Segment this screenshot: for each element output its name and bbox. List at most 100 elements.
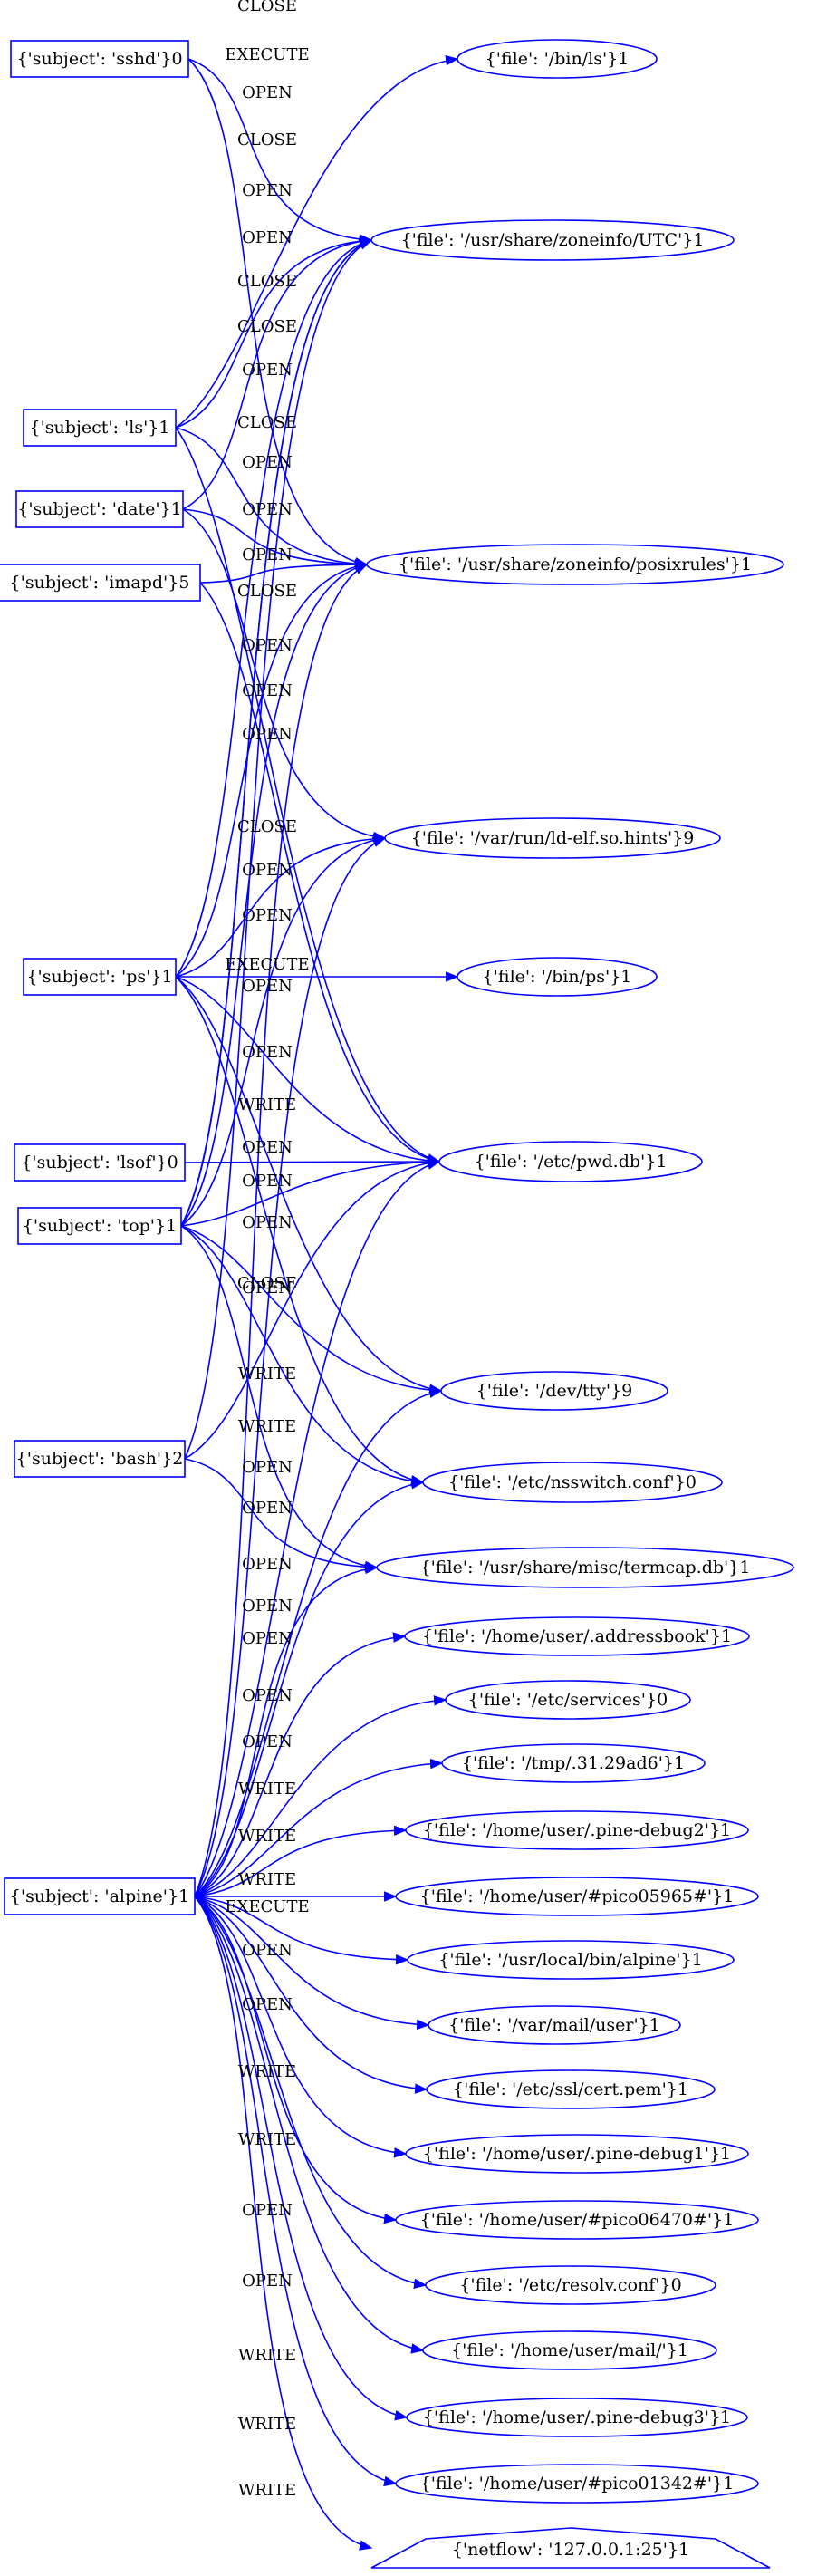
file-ellipse	[384, 817, 721, 859]
edge-ps-to-pwd	[175, 976, 441, 1166]
edge-label-alpine-to-resolv: OPEN	[242, 2201, 293, 2220]
edge-alpine-to-tty	[194, 1387, 443, 1897]
file-label: {'file': '/home/user/#pico01342#'}1	[420, 2474, 735, 2494]
file-node-tty: {'file': '/dev/tty'}9	[440, 1371, 668, 1411]
edge-top-to-nss	[180, 1225, 425, 1487]
file-node-pico06470: {'file': '/home/user/#pico06470#'}1	[395, 2200, 759, 2240]
file-ellipse	[438, 1141, 703, 1182]
file-label: {'file': '/home/user/.addressbook'}1	[422, 1626, 732, 1646]
file-node-binls: {'file': '/bin/ls'}1	[457, 39, 658, 79]
edge-ls-to-utc	[175, 236, 373, 429]
edge-top-to-pwd	[180, 1156, 441, 1227]
file-ellipse	[366, 544, 784, 585]
file-label: {'file': '/home/user/#pico06470#'}1	[420, 2210, 735, 2230]
file-node-utc: {'file': '/usr/share/zoneinfo/UTC'}1	[370, 219, 735, 261]
edge-alpine-to-tmp	[194, 1758, 444, 1897]
subject-box	[14, 1143, 186, 1182]
edge-label-ps-to-binps: EXECUTE	[225, 955, 309, 974]
subject-node-lsof: {'subject': 'lsof'}0	[14, 1143, 186, 1182]
edge-label-sshd-to-utc: CLOSE	[237, 0, 297, 15]
subject-label: {'subject': 'ls'}1	[30, 418, 170, 438]
edge-top-to-tty	[180, 1225, 443, 1396]
edge-alpine-to-dbg3	[194, 1896, 408, 2421]
edge-date-to-posix	[182, 508, 369, 570]
edge-lsof-to-pwd	[184, 1156, 441, 1167]
edge-label-top-to-hints: OPEN	[242, 861, 293, 880]
subject-label: {'subject': 'imapd'}5	[10, 573, 190, 593]
edge-imapd-to-posix	[199, 559, 369, 584]
netflow-label: {'netflow': '127.0.0.1:25'}1	[452, 2540, 689, 2560]
edge-ps-to-hints	[175, 833, 387, 978]
edge-label-date-to-hints: OPEN	[242, 725, 293, 744]
file-ellipse	[395, 2464, 759, 2504]
subject-label: {'subject': 'ps'}1	[26, 967, 172, 987]
edge-label-ls-to-posix: CLOSE	[237, 413, 297, 432]
edges-layer	[175, 54, 459, 2551]
edge-alpine-to-termcap	[194, 1563, 379, 1897]
edge-alpine-to-maildir	[194, 1896, 425, 2354]
file-label: {'file': '/usr/share/zoneinfo/posixrules…	[399, 555, 752, 574]
subject-label: {'subject': 'sshd'}0	[16, 49, 182, 69]
file-node-pico01342: {'file': '/home/user/#pico01342#'}1	[395, 2464, 759, 2504]
file-ellipse	[405, 1810, 749, 1850]
file-node-posix: {'file': '/usr/share/zoneinfo/posixrules…	[366, 544, 784, 585]
edge-alpine-to-alpinebin	[194, 1896, 409, 1965]
file-node-nss: {'file': '/etc/nsswitch.conf'}0	[422, 1462, 723, 1503]
subject-box	[23, 958, 177, 996]
subject-node-ls: {'subject': 'ls'}1	[23, 409, 177, 447]
edge-label-top-to-pwd: OPEN	[242, 1172, 293, 1191]
edge-label-alpine-to-pico05965: WRITE	[238, 1870, 296, 1889]
subject-box	[0, 564, 201, 602]
edge-label-alpine-to-posix: OPEN	[242, 681, 293, 700]
subject-box	[14, 1440, 186, 1478]
file-ellipse	[395, 2200, 759, 2240]
file-label: {'file': '/etc/services'}0	[468, 1690, 668, 1710]
edge-label-alpine-to-dbg2: WRITE	[238, 1827, 296, 1846]
file-node-pico05965: {'file': '/home/user/#pico05965#'}1	[395, 1877, 759, 1916]
file-node-hints: {'file': '/var/run/ld-elf.so.hints'}9	[384, 817, 721, 859]
file-label: {'file': '/home/user/.pine-debug3'}1	[423, 2407, 731, 2427]
edge-label-bash-to-termcap: OPEN	[242, 1597, 293, 1616]
edge-alpine-to-services	[194, 1695, 447, 1897]
edge-labels-layer: CLOSEEXECUTEOPENCLOSEOPENOPENCLOSECLOSEO…	[225, 0, 309, 2500]
subject-box	[17, 1207, 182, 1245]
file-ellipse	[457, 39, 658, 79]
edge-top-to-hints	[180, 835, 387, 1227]
edge-alpine-to-pico06470	[194, 1896, 398, 2224]
edge-alpine-to-dbg1	[194, 1896, 408, 2158]
file-ellipse	[376, 1547, 794, 1588]
file-ellipse	[395, 1877, 759, 1916]
netflow-trapezium	[370, 2527, 771, 2569]
edge-label-alpine-to-services: OPEN	[242, 1732, 293, 1751]
file-ellipse	[404, 1616, 750, 1656]
edge-label-alpine-to-pwd: OPEN	[242, 1278, 293, 1298]
edge-label-alpine-to-hints: OPEN	[242, 906, 293, 925]
edge-label-date-to-posix: OPEN	[242, 500, 293, 519]
subject-label: {'subject': 'lsof'}0	[21, 1153, 178, 1172]
file-node-pwd: {'file': '/etc/pwd.db'}1	[438, 1141, 703, 1182]
file-ellipse	[426, 2069, 716, 2109]
edge-label-alpine-to-tty: WRITE	[238, 1417, 296, 1436]
edge-alpine-to-mail	[194, 1896, 430, 2031]
subject-box	[15, 490, 184, 528]
edge-label-alpine-to-alpinebin: EXECUTE	[225, 1897, 309, 1916]
file-node-addr: {'file': '/home/user/.addressbook'}1	[404, 1616, 750, 1656]
edge-alpine-to-nss	[194, 1479, 425, 1897]
edge-label-top-to-posix: OPEN	[242, 636, 293, 655]
subject-node-imapd: {'subject': 'imapd'}5	[0, 564, 201, 602]
edge-date-to-hints	[182, 508, 387, 843]
subject-box	[10, 40, 189, 78]
edge-label-alpine-to-maildir: OPEN	[242, 2272, 293, 2291]
subject-node-bash: {'subject': 'bash'}2	[14, 1440, 186, 1478]
edge-ps-to-posix	[175, 561, 369, 978]
edge-label-ps-to-hints: CLOSE	[237, 817, 297, 836]
file-ellipse	[406, 2398, 748, 2437]
subject-node-top: {'subject': 'top'}1	[17, 1207, 182, 1245]
subject-label: {'subject': 'top'}1	[23, 1216, 177, 1236]
file-label: {'file': '/etc/nsswitch.conf'}0	[448, 1472, 697, 1492]
edge-label-alpine-to-addr: OPEN	[242, 1686, 293, 1705]
edge-label-alpine-to-mail: OPEN	[242, 1941, 293, 1960]
file-ellipse	[422, 2330, 717, 2370]
file-ellipse	[428, 2005, 681, 2045]
edge-alpine-to-dbg2	[194, 1825, 408, 1897]
